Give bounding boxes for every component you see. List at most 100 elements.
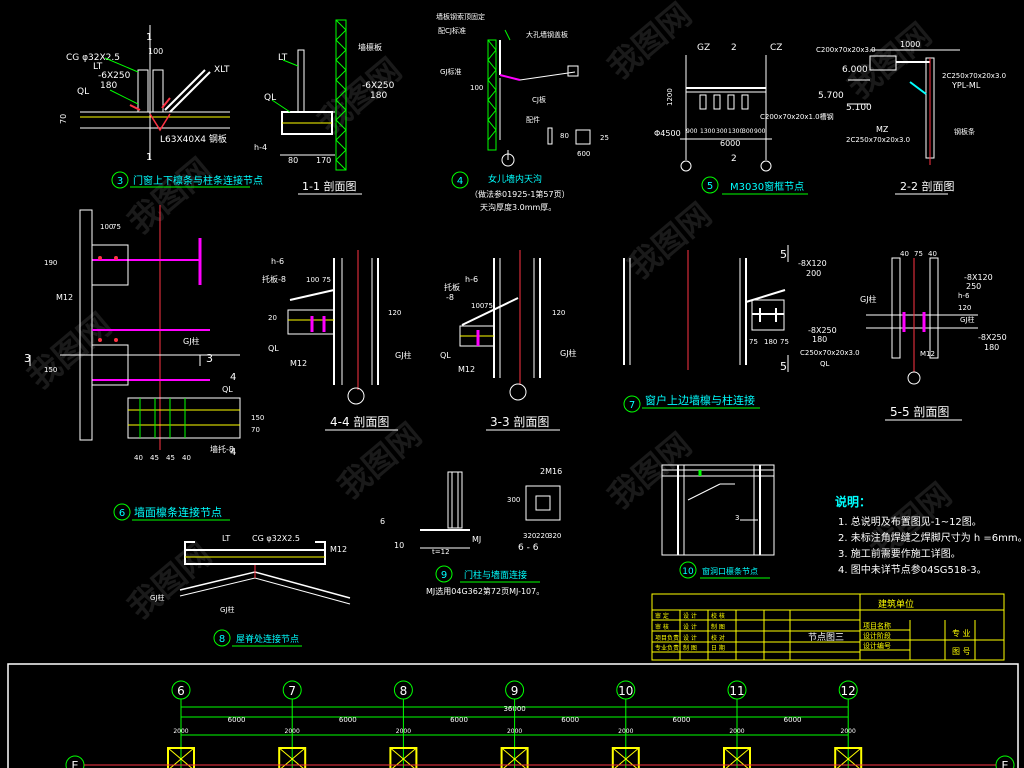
plan-sub-dim: 2000 xyxy=(173,728,188,735)
d8-label: M12 xyxy=(330,545,347,554)
s33-label: 托板 xyxy=(444,282,460,292)
d5-label: 2 xyxy=(731,154,737,164)
axis-label: 12 xyxy=(841,684,856,698)
detail-6: 100 75 M12 3 3 4 4 GJ柱 QL 墙托-8 40 45 45 … xyxy=(24,205,264,521)
s44-label: 75 xyxy=(322,276,331,284)
d8-label: GJ柱 xyxy=(220,605,235,614)
plan-sub-dim: 2000 xyxy=(396,728,411,735)
s33-label: -8 xyxy=(446,293,454,302)
s44-label: 20 xyxy=(268,314,277,322)
s55-label: 250 xyxy=(966,282,981,291)
d6-label: 4 xyxy=(230,372,236,383)
plan-span-dim: 6000 xyxy=(561,716,579,724)
s22-label: 1000 xyxy=(900,40,920,49)
s22-label: YPL-ML xyxy=(951,81,981,90)
s22-label: 2C250x70x20x3.0 xyxy=(942,72,1006,80)
d5-label: 300 xyxy=(716,128,728,135)
d9-number: 9 xyxy=(441,570,447,581)
axis-label: 11 xyxy=(729,684,744,698)
d6-label: 40 xyxy=(182,454,191,462)
d6-label: GJ柱 xyxy=(183,336,200,346)
s55-label: M12 xyxy=(920,350,935,358)
d6-label: 100 xyxy=(100,223,113,231)
d5-label: 1300 xyxy=(700,128,715,135)
section-1-1: LT 墙檩板 -6X250 180 QL 80 170 h-4 1-1 剖面图 xyxy=(254,19,395,195)
tb-right: 设计编号 xyxy=(863,641,891,650)
d6-label: 40 xyxy=(134,454,143,462)
d6-label: QL xyxy=(222,385,233,394)
d3-label: 180 xyxy=(100,81,117,91)
s55-label: h-6 xyxy=(958,292,970,300)
s55-label: -8X250 xyxy=(978,333,1007,342)
d6-label: 75 xyxy=(112,223,121,231)
s55-label: 120 xyxy=(958,304,971,312)
d5-label: Φ4500 xyxy=(654,129,681,138)
d9-label: 320 xyxy=(523,532,536,540)
d9-label: t=12 xyxy=(432,548,450,556)
tb-far-right: 图 号 xyxy=(952,647,971,656)
d5-label: 6000 xyxy=(720,139,740,148)
notes-title: 说明： xyxy=(835,494,871,509)
s55-label: 180 xyxy=(984,343,999,352)
watermark-text: 我图网 xyxy=(21,305,119,396)
d3-label: CG φ32X2.5 xyxy=(66,53,120,63)
s22-label: MZ xyxy=(876,125,889,134)
d7-label: 180 xyxy=(812,335,827,344)
d7-label: 180 xyxy=(764,338,777,346)
d3-label: L63X40X4 钢板 xyxy=(160,133,227,145)
s11-label: 180 xyxy=(370,91,387,101)
d6-label: 4 xyxy=(230,447,236,458)
d9-label: 320 xyxy=(548,532,561,540)
d9-label: 220 xyxy=(536,532,549,540)
tb-project: 建筑单位 xyxy=(878,598,914,610)
d6-label: 150 xyxy=(44,366,57,374)
d6-number: 6 xyxy=(119,508,125,519)
d8-number: 8 xyxy=(219,634,225,645)
d7-label: -8X120 xyxy=(798,259,827,268)
d4-label: 墙板钢索顶固定 xyxy=(436,12,485,21)
d3-number: 3 xyxy=(117,176,123,187)
s44-label: 100 xyxy=(306,276,319,284)
watermark-text: 我图网 xyxy=(311,50,409,141)
column-marker xyxy=(167,747,195,768)
d3-label: XLT xyxy=(214,65,230,75)
tb-right: 项目名称 xyxy=(863,621,891,630)
column-marker xyxy=(278,747,307,768)
column-marker xyxy=(723,747,751,768)
d6-label: 190 xyxy=(44,259,57,267)
d6-label: 墙托-8 xyxy=(210,444,234,454)
tb-cell: 设 计 xyxy=(683,612,697,620)
d5-label: 1300 xyxy=(728,128,743,135)
d5-label: 300 xyxy=(742,128,754,135)
note-item: 2. 未标注角焊缝之焊脚尺寸为 h =6mm。 xyxy=(838,531,1024,544)
section-3-3: h-6 托板 -8 100 75 QL M12 GJ柱 120 3-3 剖面图 xyxy=(440,250,577,431)
d5-label: 900 xyxy=(754,128,766,135)
s22-label: 5.700 xyxy=(818,91,844,101)
plan-sub-dim: 2000 xyxy=(618,728,633,735)
d5-label: 1200 xyxy=(666,88,674,106)
s22-label: 2C250x70x20x3.0 xyxy=(846,136,910,144)
s44-label: GJ柱 xyxy=(395,350,412,360)
d6-label: 150 xyxy=(251,414,264,422)
d4-label: 80 xyxy=(560,132,569,140)
d7-label: 75 xyxy=(749,338,758,346)
watermark-text: 我图网 xyxy=(621,195,719,286)
row-axis-label: E xyxy=(72,759,79,768)
d3-label: 1 xyxy=(146,32,152,43)
tb-far-right: 专 业 xyxy=(952,628,971,638)
notes-block: 说明： 1. 总说明及布置图见-1~12图。 2. 未标注角焊缝之焊脚尺寸为 h… xyxy=(835,494,1024,576)
s33-caption: 3-3 剖面图 xyxy=(490,415,549,429)
s33-label: QL xyxy=(440,351,451,360)
d7-label: 5 xyxy=(780,360,787,373)
plan-span-dim: 6000 xyxy=(672,716,690,724)
axis-label: 9 xyxy=(511,684,519,698)
plan-sub-dim: 2000 xyxy=(729,728,744,735)
tb-drawing-name: 节点图三 xyxy=(808,632,844,643)
s44-label: 托板-8 xyxy=(262,274,286,284)
d3-label: 1 xyxy=(146,152,152,163)
tb-right: 设计阶段 xyxy=(863,631,891,640)
d9-label: 2M16 xyxy=(540,467,562,476)
d7-label: QL xyxy=(820,360,830,368)
d6-label: 3 xyxy=(24,352,31,365)
